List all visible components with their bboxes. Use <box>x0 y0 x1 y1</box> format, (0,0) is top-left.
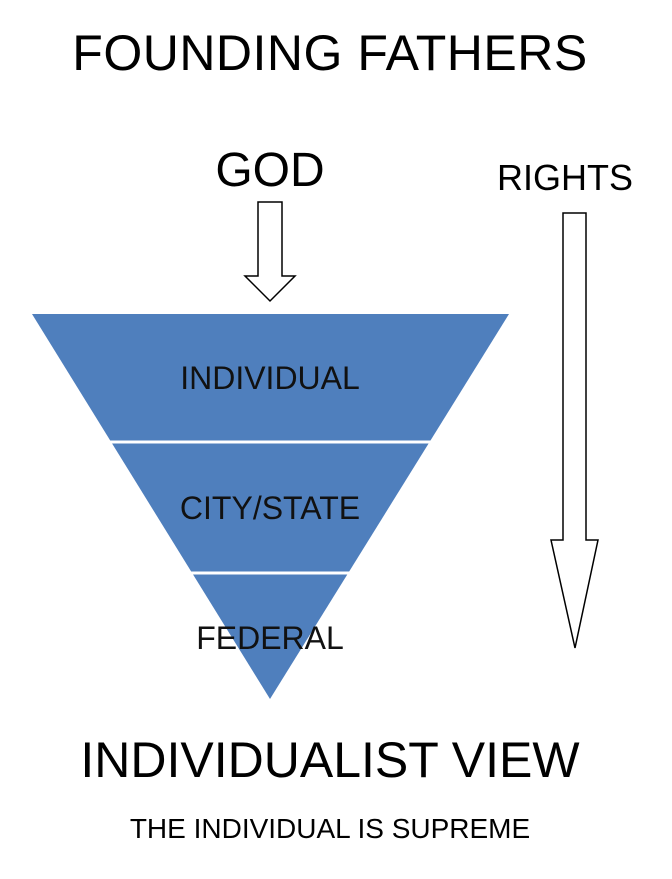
god-down-arrow-icon <box>243 201 297 303</box>
god-label: GOD <box>215 144 325 197</box>
view-title: INDIVIDUALIST VIEW <box>80 732 580 788</box>
inverted-pyramid <box>32 314 509 699</box>
page-title: FOUNDING FATHERS <box>72 25 588 81</box>
tier-label-city-state: CITY/STATE <box>180 490 360 526</box>
rights-label: RIGHTS <box>496 157 633 198</box>
view-subtitle: THE INDIVIDUAL IS SUPREME <box>129 813 531 844</box>
tier-label-federal: FEDERAL <box>196 620 344 656</box>
tier-label-individual: INDIVIDUAL <box>180 360 360 396</box>
rights-down-arrow-icon <box>550 212 599 649</box>
